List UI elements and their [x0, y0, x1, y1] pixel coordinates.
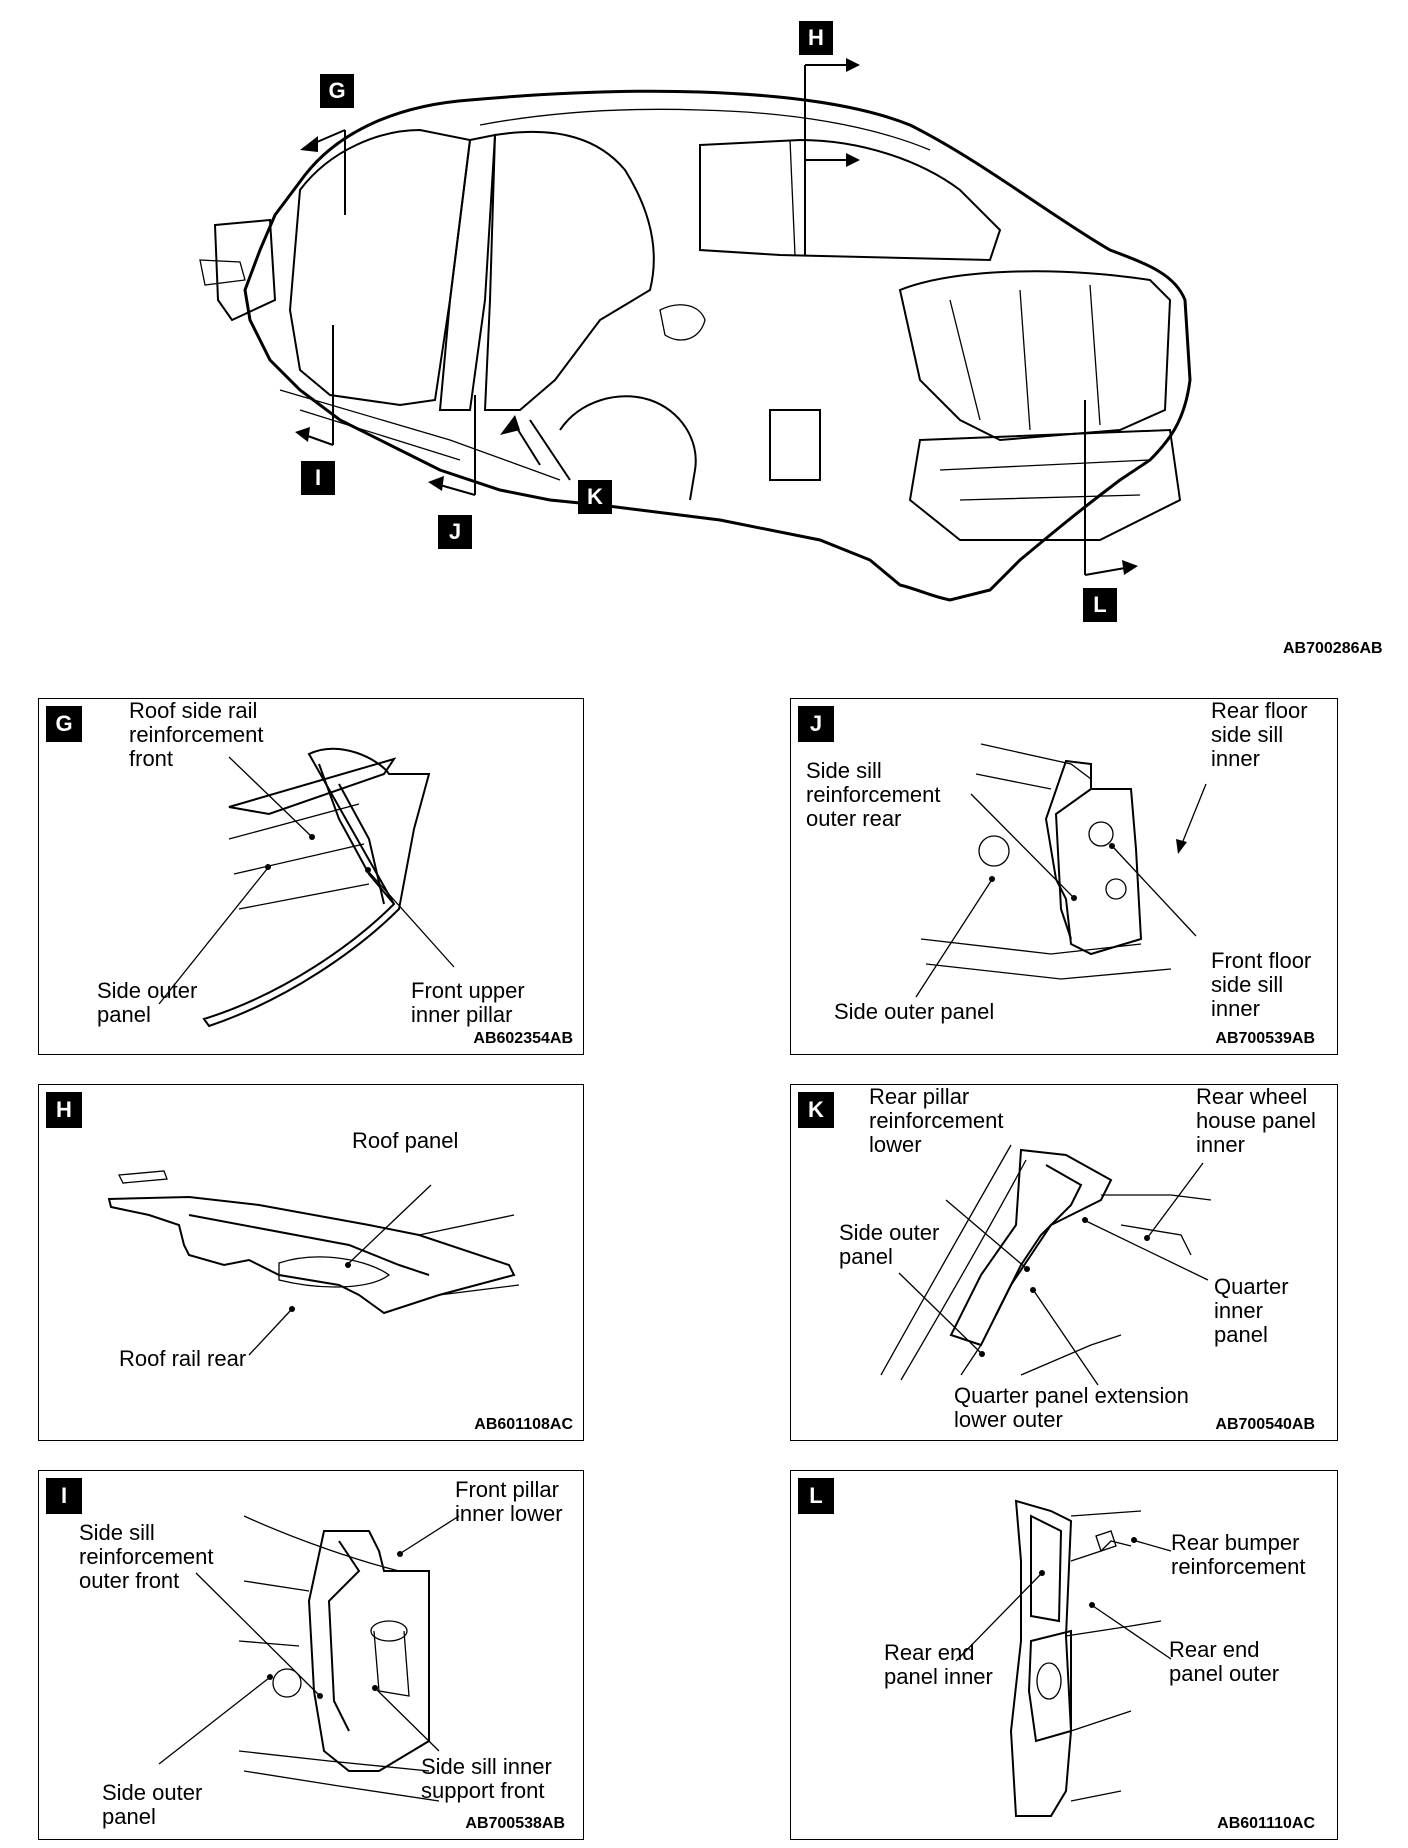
- label-front-pillar-inner-lower: Front pillar inner lower: [455, 1477, 563, 1526]
- panel-l-drawing: [955, 1499, 1172, 1817]
- panel-i-code: AB700538AB: [465, 1815, 565, 1832]
- section-marker-l: L: [1083, 588, 1117, 622]
- panel-g: G Roof side rail reinforcement front Sid…: [38, 698, 584, 1055]
- panel-l-marker: L: [798, 1478, 834, 1514]
- overview-code: AB700286AB: [1283, 640, 1383, 657]
- overview-diagram: G H I J K L AB700286AB: [0, 0, 1408, 660]
- section-marker-j: J: [438, 515, 472, 549]
- label-side-outer-panel: Side outer panel: [839, 1220, 940, 1269]
- section-marker-h: H: [799, 21, 833, 55]
- label-side-outer-panel: Side outer panel: [97, 978, 198, 1027]
- label-roof-panel: Roof panel: [352, 1128, 459, 1153]
- panel-k: K Rear pillar reinforcement lower Rear w…: [790, 1084, 1338, 1441]
- label-side-sill-reinforcement-front: Side sill reinforcement outer front: [79, 1520, 214, 1593]
- panel-g-code: AB602354AB: [473, 1030, 573, 1047]
- label-rear-bumper-reinforcement: Rear bumper reinforcement: [1171, 1530, 1306, 1579]
- label-front-floor-side-sill: Front floor side sill inner: [1211, 948, 1312, 1021]
- panel-j-marker: J: [798, 706, 834, 742]
- label-rear-floor-side-sill: Rear floor side sill inner: [1211, 698, 1308, 771]
- panel-k-marker: K: [798, 1092, 834, 1128]
- label-side-outer-panel: Side outer panel: [834, 999, 995, 1024]
- panel-g-drawing: [158, 747, 455, 1028]
- label-side-sill-reinforcement-rear: Side sill reinforcement outer rear: [806, 758, 941, 831]
- label-roof-side-rail: Roof side rail reinforcement front: [129, 698, 264, 771]
- panel-k-drawing: [880, 1144, 1212, 1386]
- panel-h-drawing: [107, 1170, 520, 1356]
- label-side-outer-panel: Side outer panel: [102, 1780, 203, 1829]
- label-roof-rail-rear: Roof rail rear: [119, 1346, 247, 1371]
- panel-k-code: AB700540AB: [1215, 1416, 1315, 1433]
- panel-i-marker: I: [46, 1478, 82, 1514]
- panel-j-code: AB700539AB: [1215, 1030, 1315, 1047]
- panel-h-code: AB601108AC: [474, 1416, 573, 1433]
- panel-i-drawing: [158, 1515, 460, 1802]
- panel-l: L Rear bumper reinforcement Rear end pan…: [790, 1470, 1338, 1840]
- label-rear-wheel-house: Rear wheel house panel inner: [1196, 1084, 1316, 1157]
- label-side-sill-inner-support: Side sill inner support front: [421, 1754, 552, 1803]
- car-body-illustration: [199, 58, 1192, 602]
- label-rear-end-panel-inner: Rear end panel inner: [884, 1640, 993, 1689]
- section-marker-k: K: [578, 480, 612, 514]
- label-front-upper-inner-pillar: Front upper inner pillar: [411, 978, 525, 1027]
- panel-h-marker: H: [46, 1092, 82, 1128]
- label-rear-end-panel-outer: Rear end panel outer: [1169, 1637, 1280, 1686]
- section-marker-i: I: [301, 461, 335, 495]
- panel-j-drawing: [915, 743, 1207, 998]
- panel-i: I Side sill reinforcement outer front Fr…: [38, 1470, 584, 1840]
- section-marker-g: G: [320, 74, 354, 108]
- label-quarter-inner-panel: Quarter inner panel: [1214, 1274, 1289, 1347]
- panel-h: H Roof panel Roof rail rear AB601108AC: [38, 1084, 584, 1441]
- label-rear-pillar-reinforcement: Rear pillar reinforcement lower: [869, 1084, 1004, 1157]
- label-quarter-panel-extension: Quarter panel extension lower outer: [954, 1383, 1189, 1432]
- panel-g-marker: G: [46, 706, 82, 742]
- panel-l-code: AB601110AC: [1217, 1815, 1315, 1832]
- panel-j: J Side sill reinforcement outer rear Rea…: [790, 698, 1338, 1055]
